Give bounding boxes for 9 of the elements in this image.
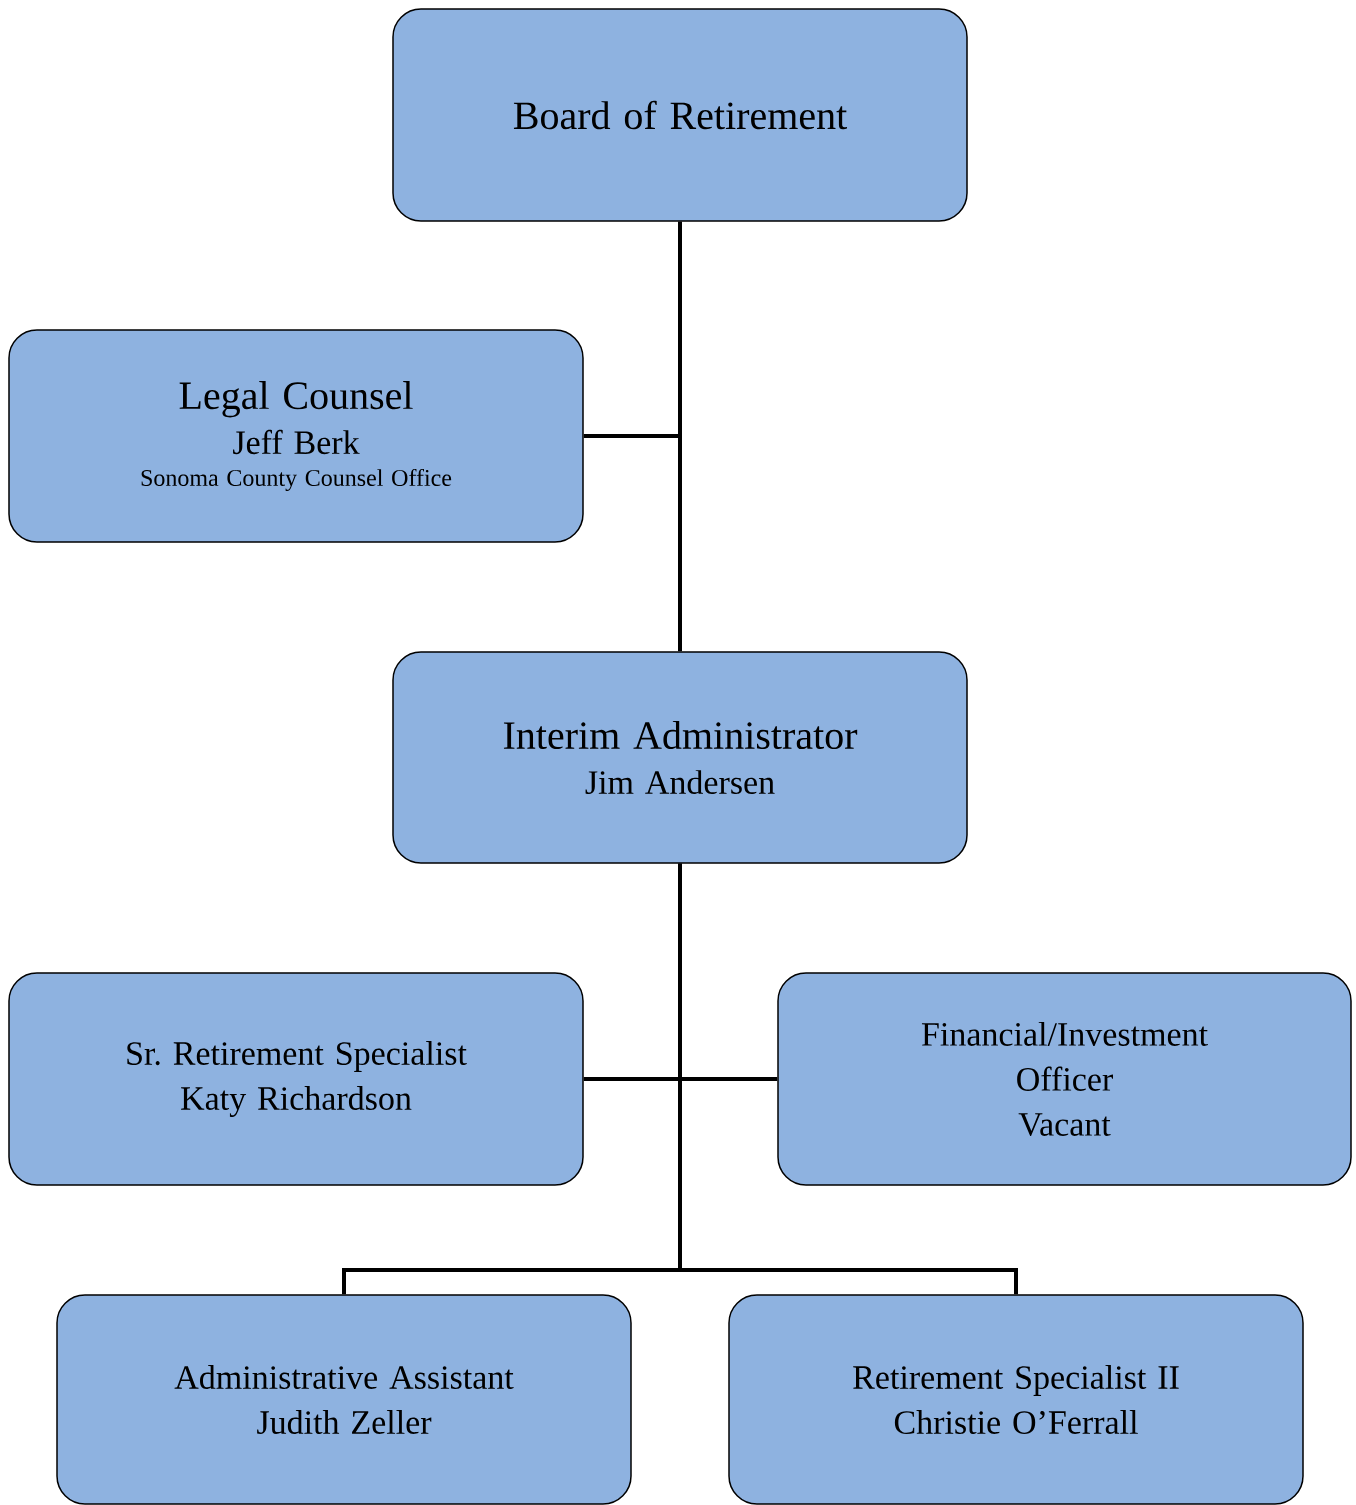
org-box: Board of Retirement [392,8,968,222]
org-box: Sr. Retirement Specialist Katy Richardson [8,972,584,1186]
org-box: Legal Counsel Jeff Berk Sonoma County Counsel Office [8,329,584,543]
org-box: Financial/Investment Officer Vacant [777,972,1352,1186]
org-box: Interim Administrator Jim Andersen [392,651,968,864]
org-box: Administrative Assistant Judith Zeller [56,1294,632,1505]
connector-line [678,863,1018,1295]
connector-line [678,221,682,652]
org-box: Retirement Specialist II Christie O’Ferrall [728,1294,1304,1505]
